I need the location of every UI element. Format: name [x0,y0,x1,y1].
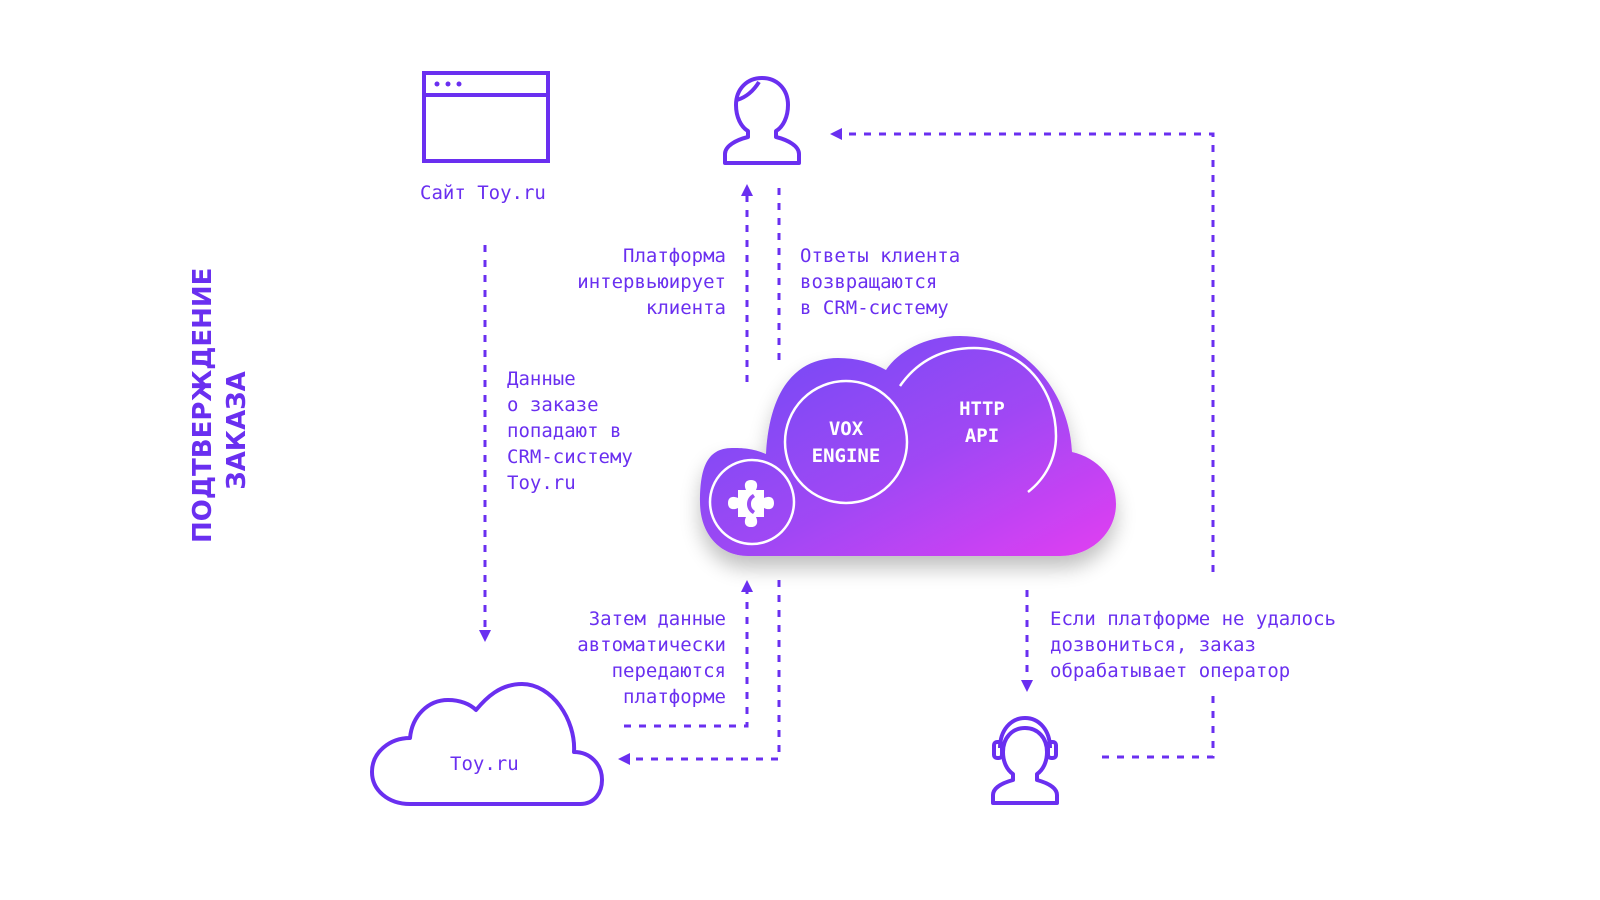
connectors [479,128,1215,765]
platform-cloud-rings [708,346,1058,546]
connector-operator-to-client [830,128,1215,572]
crm-cloud-label: Toy.ru [450,753,519,775]
connector-crm-to-platform [624,580,753,728]
http-api-arc [898,346,1058,493]
edge-label-answers-return: Ответы клиента возвращаются в CRM-систем… [800,245,961,319]
vox-engine-ring [783,379,909,505]
site-label: Сайт Toy.ru [420,182,546,204]
edge-label-crm-to-platform: Затем данные автоматически передаются пл… [577,608,726,708]
vox-engine-label: VOX ENGINE [811,418,881,467]
title-line-1: ПОДТВЕРЖДЕНИЕ [188,267,218,543]
cloud-icon [370,682,604,806]
edge-label-platform-interviews: Платформа интервьюирует клиента [577,245,726,319]
edge-label-order-to-crm: Данные о заказе попадают в CRM-систему T… [507,368,633,494]
connector-operator-right [1102,690,1215,759]
http-api-label: HTTP API [959,398,1005,447]
puzzle-ring [708,458,796,546]
user-icon [723,76,801,165]
operator-headset-icon [991,716,1059,805]
edge-label-operator-fallback: Если платформе не удалось дозвониться, з… [1050,608,1336,682]
browser-window-icon [422,71,550,163]
title-line-2: ЗАКАЗА [222,371,252,490]
puzzle-phone-icon [728,480,774,527]
